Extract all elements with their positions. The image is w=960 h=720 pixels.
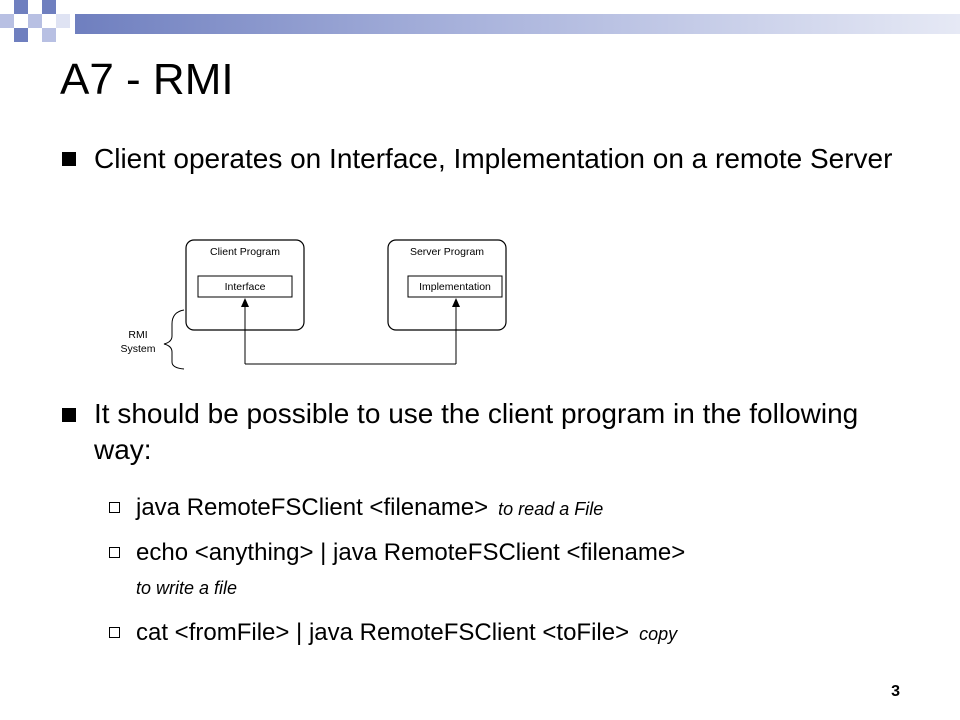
brace-icon (163, 309, 185, 370)
command-text: cat <fromFile> | java RemoteFSClient <to… (136, 619, 630, 646)
rmi-label: System (120, 343, 155, 355)
header-gradient-bar (75, 14, 960, 34)
sub-bullet-marker (109, 627, 120, 638)
bullet-marker (62, 152, 76, 166)
decor-square (14, 28, 28, 42)
client-program-label: Client Program (210, 246, 280, 258)
arrowhead-icon (241, 298, 249, 307)
decor-square (28, 14, 42, 28)
command-note: copy (639, 624, 678, 644)
implementation-box (407, 275, 503, 298)
rmi-diagram: Client Program Interface Server Program … (120, 239, 507, 370)
page-number: 3 (891, 683, 900, 700)
sub-bullet-marker (109, 502, 120, 513)
interface-box (197, 275, 293, 298)
decor-square (56, 14, 70, 28)
server-program-box (387, 239, 507, 331)
bullet-text: It should be possible to use the client … (94, 398, 859, 465)
bullet-text: Client operates on Interface, Implementa… (94, 143, 893, 174)
sub-bullet: java RemoteFSClient <filename> to read a … (136, 494, 603, 523)
implementation-label: Implementation (419, 281, 491, 293)
slide-title: A7 - RMI (60, 55, 234, 104)
bullet-marker (62, 408, 76, 422)
decor-square (42, 28, 56, 42)
sub-bullet-marker (109, 547, 120, 558)
command-text: java RemoteFSClient <filename> (136, 494, 489, 521)
rmi-label: RMI (128, 329, 147, 341)
interface-label: Interface (225, 281, 266, 293)
command-note: to write a file (136, 578, 238, 598)
command-note: to read a File (498, 499, 604, 519)
decor-square (42, 0, 56, 14)
sub-bullet: cat <fromFile> | java RemoteFSClient <to… (136, 619, 677, 648)
arrowhead-icon (452, 298, 460, 307)
decor-square (0, 14, 14, 28)
decor-square (14, 0, 28, 14)
sub-bullet: echo <anything> | java RemoteFSClient <f… (136, 539, 685, 567)
server-program-label: Server Program (410, 246, 484, 258)
command-text: echo <anything> | java RemoteFSClient <f… (136, 539, 686, 566)
